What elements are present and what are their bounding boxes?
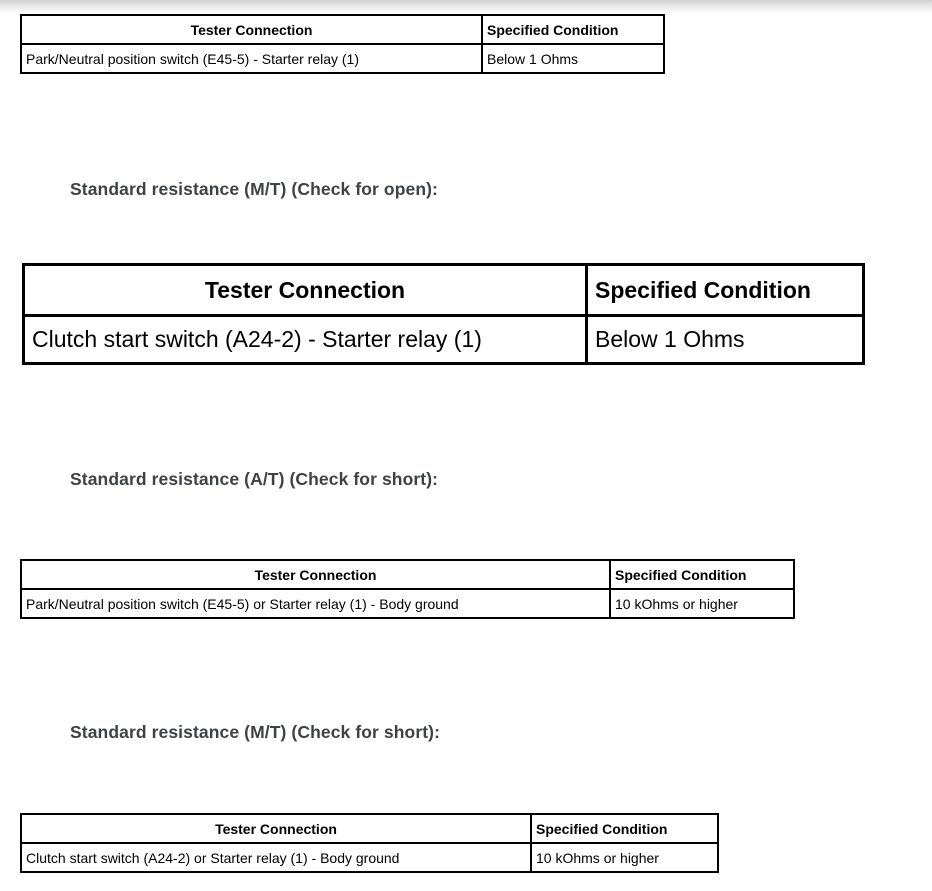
- resistance-table-mt-open: Tester Connection Specified Condition Cl…: [22, 263, 865, 365]
- heading-at-check-for-short: Standard resistance (A/T) (Check for sho…: [70, 469, 439, 489]
- tester-connection-cell: Park/Neutral position switch (E45-5) - S…: [20, 43, 483, 74]
- tester-connection-header: Tester Connection: [20, 813, 532, 844]
- specified-condition-header: Specified Condition: [530, 813, 719, 844]
- table-header-row: Tester Connection Specified Condition: [20, 813, 719, 844]
- tester-connection-cell: Clutch start switch (A24-2) - Starter re…: [22, 314, 588, 365]
- top-scroll-shadow: [0, 0, 932, 14]
- resistance-table-at-short: Tester Connection Specified Condition Pa…: [20, 559, 795, 619]
- tester-connection-header: Tester Connection: [22, 263, 588, 317]
- specified-condition-cell: 10 kOhms or higher: [530, 842, 719, 873]
- specified-condition-cell: Below 1 Ohms: [585, 314, 865, 365]
- table-header-row: Tester Connection Specified Condition: [20, 559, 795, 590]
- heading-mt-check-for-open: Standard resistance (M/T) (Check for ope…: [70, 179, 438, 199]
- tester-connection-header: Tester Connection: [20, 14, 483, 45]
- resistance-table-mt-short: Tester Connection Specified Condition Cl…: [20, 813, 719, 873]
- specified-condition-header: Specified Condition: [585, 263, 865, 317]
- specified-condition-header: Specified Condition: [609, 559, 795, 590]
- specified-condition-cell: 10 kOhms or higher: [609, 588, 795, 619]
- table-header-row: Tester Connection Specified Condition: [20, 14, 665, 45]
- specified-condition-header: Specified Condition: [481, 14, 665, 45]
- heading-mt-check-for-short: Standard resistance (M/T) (Check for sho…: [70, 722, 441, 742]
- tester-connection-header: Tester Connection: [20, 559, 611, 590]
- table-header-row: Tester Connection Specified Condition: [22, 263, 865, 317]
- table-row: Park/Neutral position switch (E45-5) - S…: [20, 43, 665, 74]
- tester-connection-cell: Park/Neutral position switch (E45-5) or …: [20, 588, 611, 619]
- table-row: Park/Neutral position switch (E45-5) or …: [20, 588, 795, 619]
- specified-condition-cell: Below 1 Ohms: [481, 43, 665, 74]
- tester-connection-cell: Clutch start switch (A24-2) or Starter r…: [20, 842, 532, 873]
- resistance-table-at-open: Tester Connection Specified Condition Pa…: [20, 14, 665, 74]
- table-row: Clutch start switch (A24-2) - Starter re…: [22, 314, 865, 365]
- table-row: Clutch start switch (A24-2) or Starter r…: [20, 842, 719, 873]
